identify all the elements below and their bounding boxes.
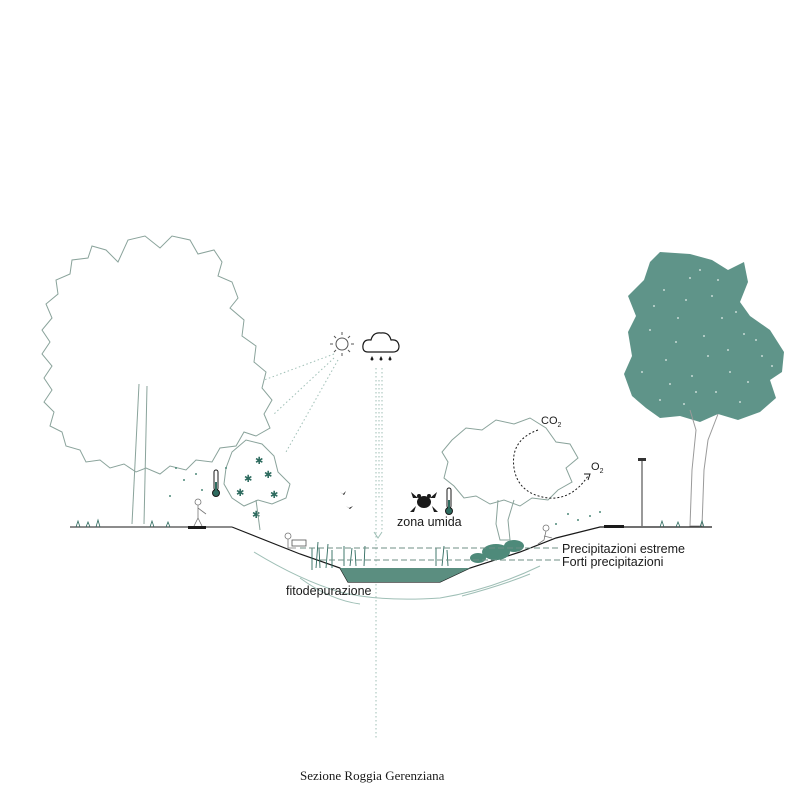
co2-label: CO2 [541,415,562,429]
co2-o2-cycle [513,429,589,499]
scattered-dots [169,467,601,525]
small-tree-left: ✱ ✱ ✱ ✱ ✱ ✱ [223,439,291,531]
person-sitting [284,532,296,549]
sun-rays [263,353,339,453]
cycle-arrow-head [584,473,591,481]
bird-icon [340,491,353,509]
caption: Sezione Roggia Gerenziana [300,768,445,783]
svg-text:✱: ✱ [236,488,244,499]
o2-label: O2 [591,461,604,475]
teal-tree-right [624,252,784,527]
water-level-lines [300,547,560,561]
label-fitodepurazione: fitodepurazione [286,584,372,598]
frog-icon [410,492,438,512]
thermometer-icon [445,487,453,515]
large-outline-tree-left [41,235,273,525]
person-walking [193,498,207,527]
rain-arrow-head [373,531,383,539]
outline-tree-middle-right [441,417,579,541]
svg-text:✱: ✱ [244,474,252,485]
svg-text:✱: ✱ [264,470,272,481]
reed-vegetation [311,541,449,570]
ground-section [70,518,712,605]
label-precipitazioni-estreme: Precipitazioni estreme [562,542,685,556]
sun-icon [330,332,354,356]
svg-text:✱: ✱ [255,456,263,467]
label-forti-precipitazioni: Forti precipitazioni [562,555,663,569]
svg-text:✱: ✱ [270,490,278,501]
thermometer-icon [212,469,220,497]
person-sitting [537,524,553,545]
label-zona-umida: zona umida [397,515,462,529]
street-lamp-icon [638,458,646,526]
rain-lines [375,368,383,740]
cloud-rain-icon [362,332,400,361]
svg-text:✱: ✱ [252,510,260,521]
